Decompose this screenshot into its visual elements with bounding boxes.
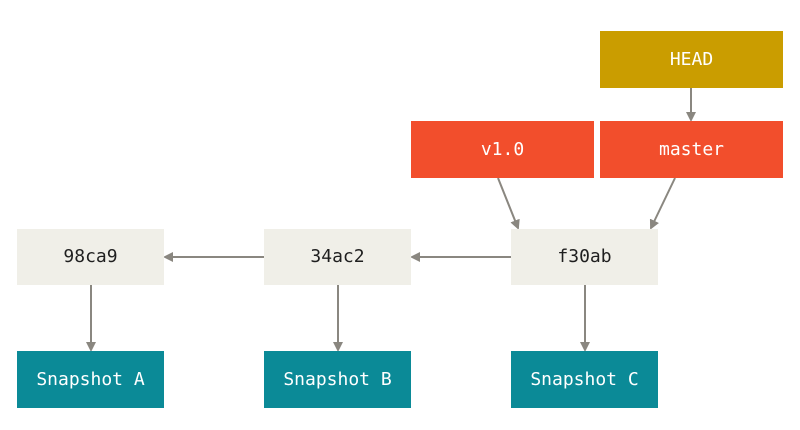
arrow-master-to-f30ab (649, 177, 676, 230)
head-label: HEAD (670, 49, 713, 70)
snapshot-box (511, 351, 658, 408)
arrow-v1-to-f30ab (497, 177, 520, 230)
head-pointer[interactable]: HEAD (600, 31, 783, 88)
snapshot-box (264, 351, 411, 408)
commit-box (264, 229, 411, 285)
ref-label: v1.0 (481, 139, 524, 160)
commit-f30ab[interactable]: f30ab (511, 229, 658, 285)
commit-34ac2[interactable]: 34ac2 (264, 229, 411, 285)
ref-master[interactable]: master (600, 121, 783, 178)
snapshot-label: Snapshot C (530, 369, 638, 390)
commit-box (17, 229, 164, 285)
snapshot-c[interactable]: Snapshot C (511, 351, 658, 408)
ref-box (600, 121, 783, 178)
snapshot-a[interactable]: Snapshot A (17, 351, 164, 408)
ref-box (411, 121, 594, 178)
commit-box (511, 229, 658, 285)
snapshot-box (17, 351, 164, 408)
head-box (600, 31, 783, 88)
ref-v1-0[interactable]: v1.0 (411, 121, 594, 178)
commit-id: f30ab (557, 246, 611, 267)
commit-id: 98ca9 (63, 246, 117, 267)
snapshot-label: Snapshot B (283, 369, 391, 390)
arrows (86, 88, 696, 352)
snapshot-label: Snapshot A (36, 369, 145, 390)
commit-98ca9[interactable]: 98ca9 (17, 229, 164, 285)
snapshot-b[interactable]: Snapshot B (264, 351, 411, 408)
ref-label: master (659, 139, 724, 160)
commit-id: 34ac2 (310, 246, 364, 267)
